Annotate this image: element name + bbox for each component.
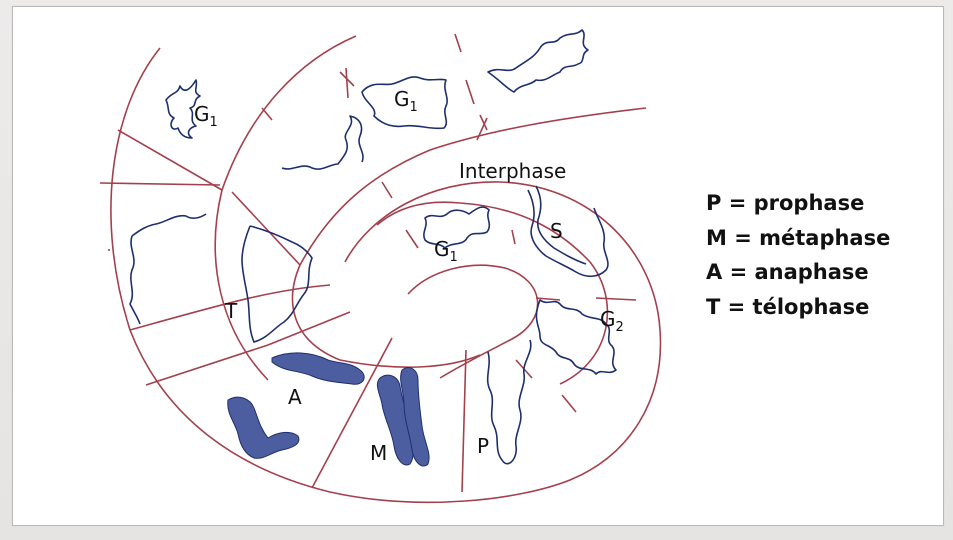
tick-1 [455, 34, 461, 52]
label-g2: G2 [600, 307, 624, 335]
divider-a-t [146, 345, 268, 385]
label-g1-left: G1 [194, 102, 218, 130]
label-anaphase: A [288, 385, 302, 409]
divider-t-top [100, 183, 220, 185]
divider-top-1 [346, 68, 348, 98]
tick-6 [512, 230, 515, 244]
chromatin-s-phase [528, 186, 608, 276]
label-metaphase: M [370, 441, 387, 465]
divider-top-3 [262, 108, 272, 120]
spiral-core-2 [293, 265, 480, 367]
legend-item-telophase: T = télophase [706, 290, 890, 325]
label-g1-top: G1 [394, 87, 418, 115]
tick-3 [480, 115, 487, 130]
divider-g1-t [118, 130, 222, 190]
label-interphase: Interphase [459, 159, 566, 183]
tick-11 [406, 230, 418, 248]
tick-10 [562, 395, 576, 412]
chromatin-prophase [488, 340, 531, 464]
label-g1-inner: G1 [434, 237, 458, 265]
legend-item-anaphase: A = anaphase [706, 255, 890, 290]
spiral-inner-curl [408, 265, 538, 378]
spiral-inner [215, 36, 356, 380]
chromatin-left-mid [282, 116, 363, 169]
tick-2 [466, 80, 474, 104]
chromosome-anaphase-top [272, 353, 364, 384]
spiral-band-3 [377, 202, 607, 384]
divider-m-p [462, 350, 466, 492]
chromatin-threads [130, 30, 616, 464]
spiral-band-2 [300, 108, 646, 265]
phase-legend: P = prophase M = métaphase A = anaphase … [706, 186, 890, 324]
legend-item-prophase: P = prophase [706, 186, 890, 221]
label-telophase: T [224, 299, 238, 323]
tick-5 [382, 182, 392, 198]
label-prophase: P [477, 434, 489, 458]
label-s-phase: S [550, 219, 563, 243]
chromatin-top-right [488, 30, 588, 92]
tick-8 [596, 298, 636, 300]
chromatin-t-left [130, 214, 206, 324]
divider-top-2 [477, 118, 487, 140]
chromatin-t-right [242, 226, 312, 342]
legend-item-metaphase: M = métaphase [706, 221, 890, 256]
